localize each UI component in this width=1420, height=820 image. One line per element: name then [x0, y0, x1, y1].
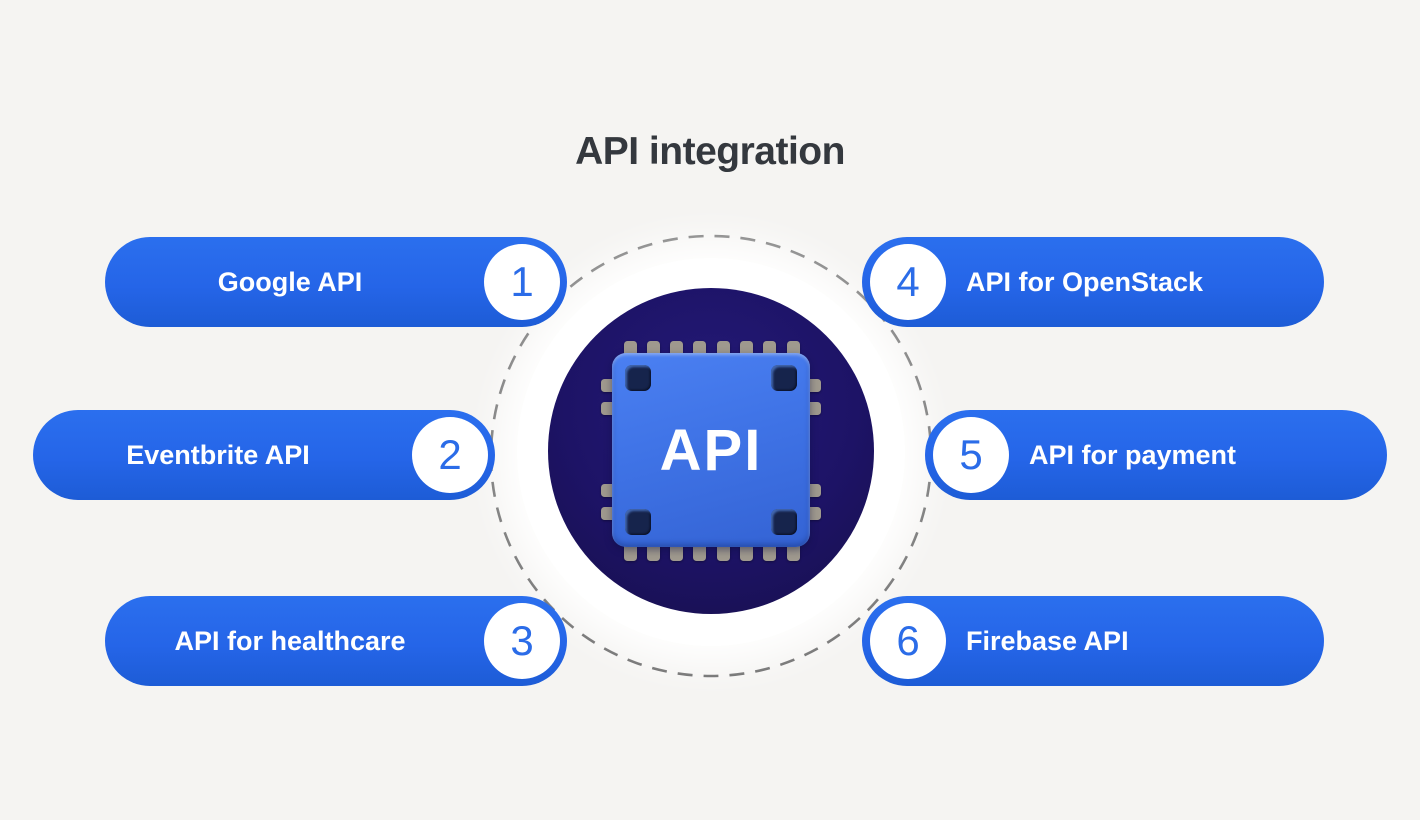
pill-number-badge: 1	[484, 244, 560, 320]
pill-label: Firebase API	[966, 625, 1129, 656]
pill-api-for-openstack[interactable]: 4 API for OpenStack	[862, 237, 1324, 327]
chip-corner-screw	[625, 365, 651, 391]
chip-corner-screw	[771, 365, 797, 391]
pill-api-for-healthcare[interactable]: API for healthcare 3	[105, 596, 567, 686]
pill-number: 4	[896, 258, 920, 305]
pill-label: API for healthcare	[174, 625, 406, 656]
pill-eventbrite-api[interactable]: Eventbrite API 2	[33, 410, 495, 500]
pill-number-badge: 5	[933, 417, 1009, 493]
pill-number-badge: 6	[870, 603, 946, 679]
pill-number: 6	[896, 617, 920, 664]
pill-number-badge: 3	[484, 603, 560, 679]
pill-firebase-api[interactable]: 6 Firebase API	[862, 596, 1324, 686]
pill-number-badge: 4	[870, 244, 946, 320]
pill-label: Google API	[217, 266, 363, 297]
page-title: API integration	[575, 130, 845, 173]
pill-number: 2	[438, 431, 462, 478]
api-chip-icon: API	[612, 353, 810, 547]
pill-label: API for OpenStack	[966, 266, 1204, 297]
pill-google-api[interactable]: Google API 1	[105, 237, 567, 327]
chip-corner-screw	[771, 509, 797, 535]
pill-number: 1	[510, 258, 534, 305]
pill-number-badge: 2	[412, 417, 488, 493]
pill-label: API for payment	[1029, 439, 1237, 470]
chip-corner-screw	[625, 509, 651, 535]
pill-number: 3	[510, 617, 534, 664]
pill-label: Eventbrite API	[126, 439, 310, 470]
chip-label: API	[659, 417, 763, 483]
pill-number: 5	[959, 431, 983, 478]
pill-api-for-payment[interactable]: 5 API for payment	[925, 410, 1387, 500]
